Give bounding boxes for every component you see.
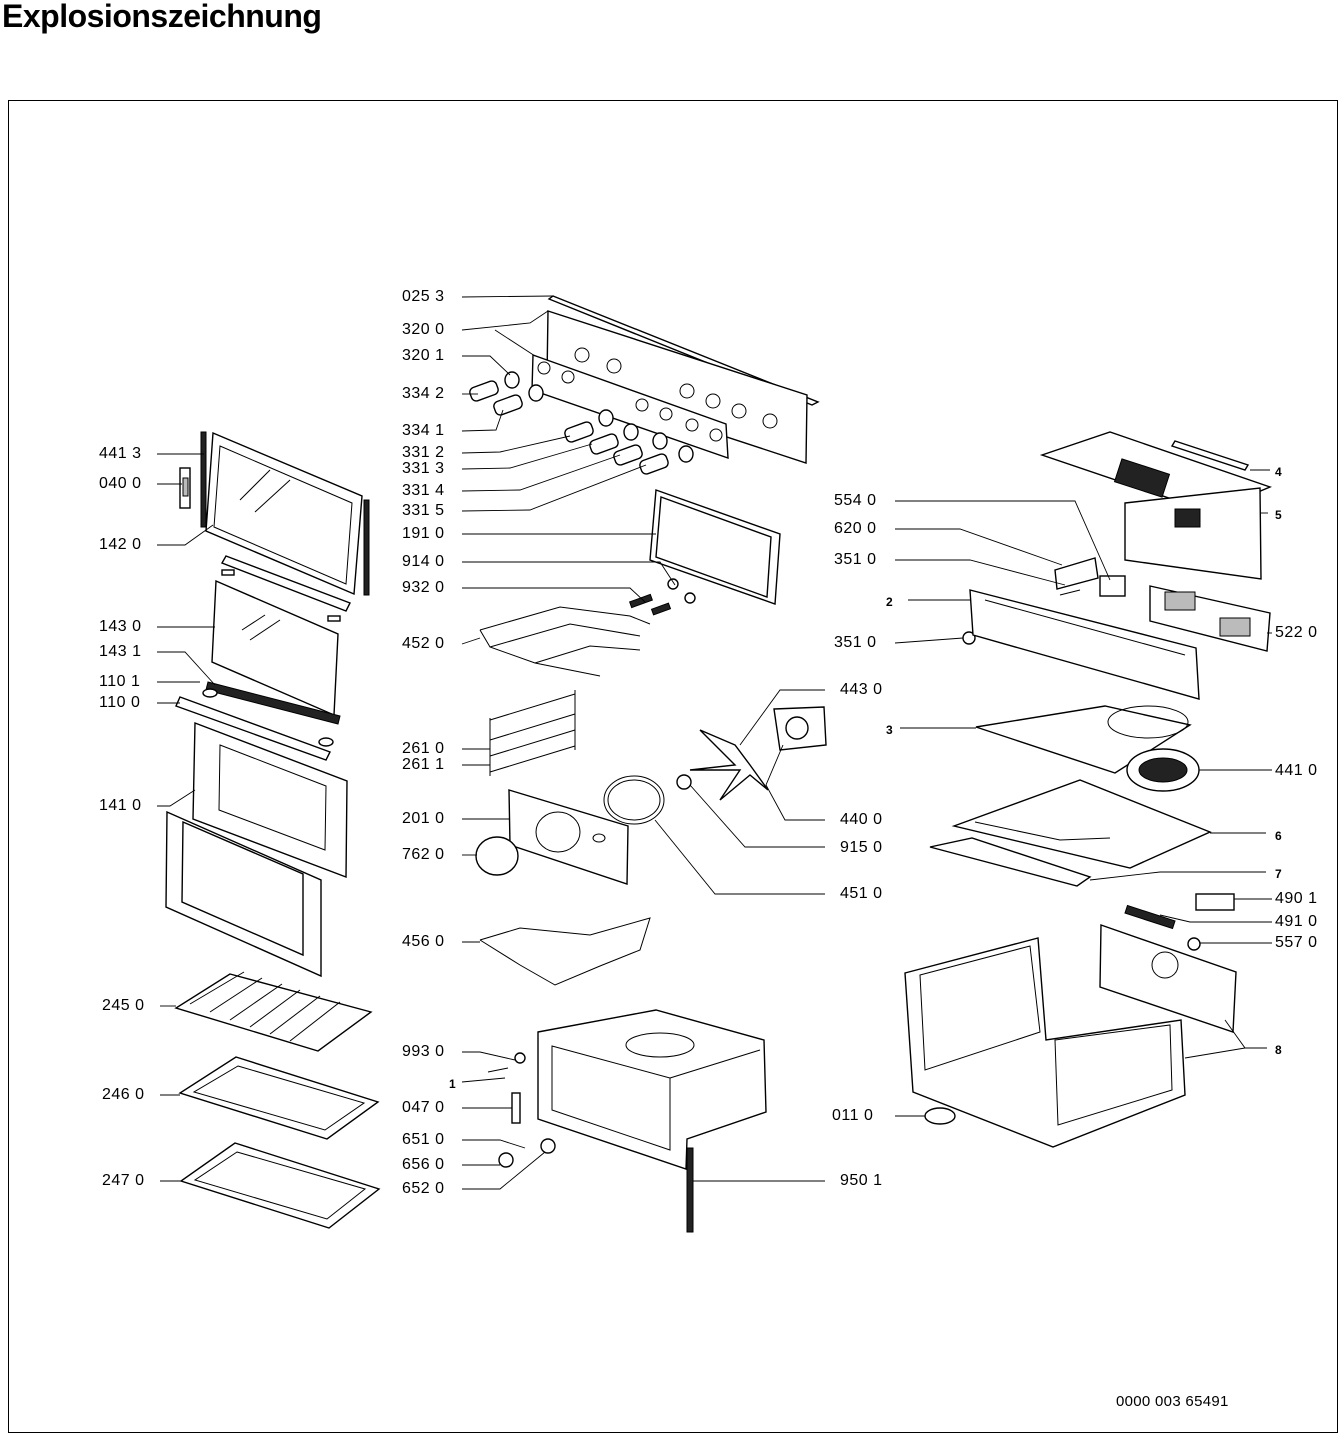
part-label: 351 0	[834, 634, 877, 651]
part-label: 331 4	[402, 482, 445, 499]
part-label: 8	[1275, 1043, 1283, 1057]
part-label: 334 2	[402, 385, 445, 402]
part-label: 914 0	[402, 553, 445, 570]
oven-cavity-part	[537, 1009, 767, 1170]
top-heater-part	[479, 606, 651, 677]
part-label: 2	[886, 595, 894, 609]
part-label: 452 0	[402, 635, 445, 652]
control-board-part	[1099, 893, 1237, 1033]
pcb-module-part	[1149, 585, 1271, 652]
part-label: 331 5	[402, 502, 445, 519]
page-title: Explosionszeichnung	[2, 0, 322, 34]
shelf-supports-part	[489, 690, 576, 776]
part-label: 7	[1275, 867, 1283, 881]
part-label: 040 0	[99, 475, 142, 492]
part-label: 1	[449, 1077, 457, 1091]
ring-heater-part	[603, 775, 665, 825]
fan-blade-part	[676, 729, 769, 801]
tangential-fan-part	[1126, 748, 1200, 792]
part-label: 490 1	[1275, 890, 1318, 907]
part-label: 261 0	[402, 740, 445, 757]
part-label: 334 1	[402, 422, 445, 439]
part-label: 247 0	[102, 1172, 145, 1189]
part-label: 191 0	[402, 525, 445, 542]
part-label: 331 2	[402, 444, 445, 461]
part-label: 110 1	[99, 673, 141, 690]
baking-tray-part	[178, 1056, 380, 1140]
cover-plate-part	[475, 836, 519, 876]
part-label: 025 3	[402, 288, 445, 305]
fan-motor-part	[773, 706, 827, 751]
part-label: 261 1	[402, 756, 445, 773]
top-cover-part	[1039, 431, 1272, 580]
part-label: 932 0	[402, 579, 445, 596]
vent-strip-part	[220, 555, 351, 622]
fan-cover-part	[508, 789, 629, 885]
part-label: 443 0	[840, 681, 883, 698]
housing-part	[904, 937, 1186, 1148]
part-label: 557 0	[1275, 934, 1318, 951]
drawing-frame	[8, 100, 1338, 1433]
part-label: 3	[886, 723, 894, 737]
part-label: 441 0	[1275, 762, 1318, 779]
part-label: 522 0	[1275, 624, 1318, 641]
door-side-seals-part	[200, 431, 370, 596]
part-label: 4	[1275, 465, 1283, 479]
foot-part	[924, 1107, 956, 1125]
hinge-part	[179, 467, 191, 509]
panel-insert-part	[531, 354, 729, 460]
part-label: 652 0	[402, 1180, 445, 1197]
door-outer-frame-part	[205, 431, 363, 596]
control-switches-part	[962, 557, 1126, 645]
oven-seal-part	[649, 489, 781, 605]
duct-plate-part	[951, 779, 1212, 869]
part-label: 441 3	[99, 445, 142, 462]
part-label: 5	[1275, 508, 1283, 522]
wire-rack-part	[174, 971, 373, 1052]
part-label: 651 0	[402, 1131, 445, 1148]
part-label: 142 0	[99, 536, 142, 553]
part-label: 656 0	[402, 1156, 445, 1173]
part-label: 201 0	[402, 810, 445, 827]
control-box-part	[969, 589, 1200, 700]
part-label: 620 0	[834, 520, 877, 537]
part-label: 351 0	[834, 551, 877, 568]
control-knobs-part	[469, 371, 694, 475]
part-label: 110 0	[99, 694, 141, 711]
bottom-heater-part	[479, 917, 651, 986]
part-label: 762 0	[402, 846, 445, 863]
part-label: 320 1	[402, 347, 445, 364]
lamp-parts-part	[487, 1052, 556, 1168]
part-label: 554 0	[834, 492, 877, 509]
part-label: 440 0	[840, 811, 883, 828]
part-label: 950 1	[840, 1172, 883, 1189]
deep-tray-part	[179, 1142, 381, 1229]
door-inner-frame-part	[165, 810, 322, 978]
part-label: 320 0	[402, 321, 445, 338]
part-label: 246 0	[102, 1086, 145, 1103]
part-label: 143 1	[99, 643, 142, 660]
control-panel-part	[546, 310, 808, 464]
duct-cover-part	[929, 837, 1092, 887]
part-label: 993 0	[402, 1043, 445, 1060]
door-glass-part	[192, 721, 348, 879]
part-label: 011 0	[832, 1107, 874, 1124]
part-label: 331 3	[402, 460, 445, 477]
part-label: 047 0	[402, 1099, 445, 1116]
document-number: 0000 003 65491	[1116, 1393, 1229, 1410]
cavity-seal-part	[686, 1147, 694, 1233]
part-label: 456 0	[402, 933, 445, 950]
part-label: 451 0	[840, 885, 883, 902]
part-label: 915 0	[840, 839, 883, 856]
part-label: 245 0	[102, 997, 145, 1014]
part-label: 141 0	[99, 797, 142, 814]
part-label: 6	[1275, 829, 1283, 843]
glass-strip-part	[205, 681, 341, 725]
part-label: 143 0	[99, 618, 142, 635]
leader-lines	[157, 295, 1272, 1190]
screws-part	[628, 578, 696, 616]
part-label: 491 0	[1275, 913, 1318, 930]
